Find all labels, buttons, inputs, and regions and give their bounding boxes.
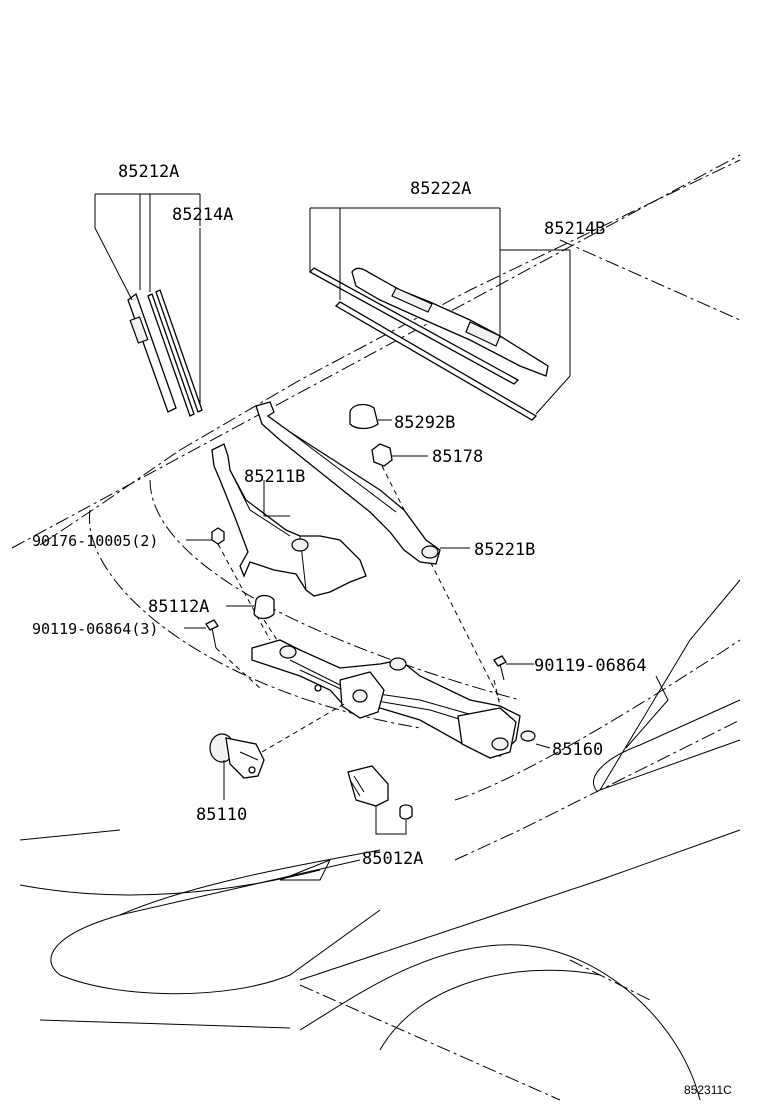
part-label-90176-10005: 90176-10005(2) bbox=[32, 532, 158, 550]
bolt-90119-06864-left: 90119-06864(3) bbox=[32, 619, 263, 691]
left-wiper-arm: 85211B bbox=[211, 443, 367, 597]
label-85214B: 85214B bbox=[500, 219, 605, 415]
part-label-85110: 85110 bbox=[196, 805, 247, 825]
nut-85178: 85178 bbox=[371, 443, 501, 701]
connector-85012A: 85012A bbox=[347, 765, 423, 869]
part-label-85214B: 85214B bbox=[544, 219, 605, 239]
part-label-85112A: 85112A bbox=[148, 597, 209, 617]
label-85214A: 85214A bbox=[172, 194, 233, 404]
label-85212A: 85212A bbox=[94, 162, 200, 301]
right-wiper-arm: 85221B bbox=[255, 401, 535, 565]
figure-code: 852311C bbox=[684, 1083, 732, 1097]
part-label-85222A: 85222A bbox=[410, 179, 471, 199]
wiper-link-assembly: 85160 bbox=[251, 639, 603, 760]
part-label-85214A: 85214A bbox=[172, 205, 233, 225]
vehicle-outline bbox=[11, 154, 741, 1101]
part-label-90119-06864: 90119-06864 bbox=[534, 656, 647, 676]
part-label-85211B: 85211B bbox=[244, 467, 305, 487]
nut-90176-10005: 90176-10005(2) bbox=[32, 527, 271, 641]
part-label-85012A: 85012A bbox=[362, 849, 423, 869]
cap-85292B: 85292B bbox=[349, 403, 455, 433]
part-label-85221B: 85221B bbox=[474, 540, 535, 560]
right-wiper-blade bbox=[308, 267, 549, 421]
part-label-90119-06864-3: 90119-06864(3) bbox=[32, 620, 158, 638]
part-label-85160: 85160 bbox=[552, 740, 603, 760]
grommet-85112A: 85112A bbox=[148, 594, 291, 661]
part-label-85178: 85178 bbox=[432, 447, 483, 467]
bolt-90119-06864-right: 90119-06864 bbox=[493, 655, 669, 749]
part-label-85212A: 85212A bbox=[118, 162, 179, 182]
wiper-motor-85110: 85110 bbox=[196, 703, 345, 825]
label-85222A: 85222A bbox=[309, 179, 501, 338]
part-label-85292B: 85292B bbox=[394, 413, 455, 433]
left-wiper-blade bbox=[127, 289, 203, 417]
